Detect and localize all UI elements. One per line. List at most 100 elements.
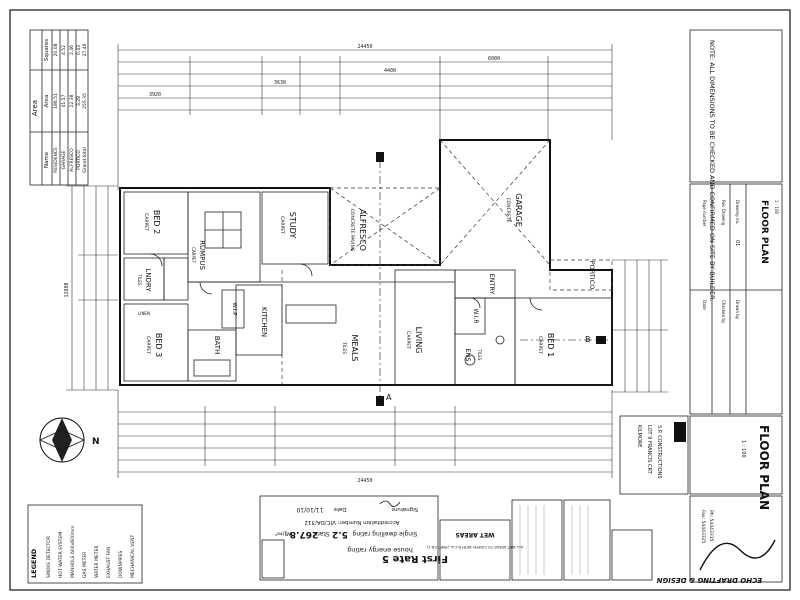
title-block-sheet-title: FLOOR PLAN (759, 200, 769, 264)
title-block: NOTE: ALL DIMENSIONS TO BE CHECKED AND C… (689, 29, 783, 510)
legend-item: WATER METER (94, 545, 100, 578)
legend-item: DOWNPIPES (118, 551, 124, 578)
title-block-drawn-by-label: Drawn by (735, 300, 740, 320)
room-label-bed3: BED 3 (154, 333, 163, 357)
room-label-kitchen: KITCHEN (260, 307, 268, 337)
room-floor-ens: TILES (477, 349, 482, 361)
area-table: Area Name Area Squares RESIDENCE 186.51 … (29, 29, 89, 186)
room-floor-lndry: TILES (137, 274, 142, 286)
plan-title: FLOOR PLAN (757, 425, 771, 510)
room-label-study: STUDY (288, 212, 297, 239)
room-label-bed1: BED 1 (546, 333, 555, 357)
area-row-area: 3.28 (76, 96, 82, 106)
area-row-name: Grand total (82, 147, 88, 173)
company-name: ECHO DRAFTING & DESIGN (656, 576, 762, 584)
floor-plan: A B (119, 139, 613, 406)
area-row-name: PORTICO (76, 150, 82, 170)
company-phone: Ph: 54443315 (708, 510, 714, 542)
area-row-squares: 0.43 (76, 45, 82, 55)
title-block-rev-label: Rev Drawing (721, 200, 726, 226)
room-label-wip: W.I.P (231, 302, 237, 316)
area-table-col-name: Name (44, 151, 50, 168)
room-label-meals: MEALS (350, 335, 359, 362)
project-lot: LOT 9 FRANCIS CRT (646, 425, 652, 475)
room-label-entry: ENTRY (488, 273, 496, 294)
right-dimension-strings (612, 259, 668, 393)
energy-mj-value: 267.8 (290, 529, 318, 539)
north-arrow-label: N (92, 437, 100, 447)
area-row-area: 255.35 (82, 93, 88, 109)
energy-single-rating-label: Single dwelling rating (352, 530, 417, 537)
company-logo (699, 539, 776, 571)
room-floor-study: CARPET (279, 216, 285, 234)
room-label-linen: LINEN (138, 311, 150, 316)
area-row-name: ALFRESCO (69, 148, 75, 172)
room-floor-bed2: CARPET (143, 213, 149, 231)
signature-mark (379, 500, 401, 507)
area-row-area: 186.51 (53, 93, 59, 109)
title-block-page-label: Page number (702, 200, 707, 227)
energy-subheading: house energy rating (347, 546, 413, 554)
legend-item: SMOKE DETECTOR (46, 536, 52, 578)
bed2-dimension: 3920 (149, 92, 161, 98)
room-floor-garage: CONCRETE (505, 198, 511, 223)
bottom-dimension-strings: 24450 (117, 390, 613, 484)
energy-heading: First Rate 5 (382, 553, 448, 564)
room-label-bath: BATH (213, 336, 221, 355)
wet-areas-note: ALL WET AREAS TO COMPLY WITH B.C.A. (PAR… (426, 545, 523, 549)
legend: LEGEND SMOKE DETECTOR HOT WATER SYSTEM M… (27, 504, 143, 584)
energy-rating-block: First Rate 5 house energy rating Single … (259, 495, 523, 581)
room-floor-alfresco: CONCRETE PAVING (349, 209, 355, 252)
sheet-border (9, 9, 791, 591)
title-block-drawing-no-label: Drawing no. (735, 200, 740, 224)
top-overall-dimension: 24450 (357, 44, 372, 50)
energy-date-label: Date (333, 506, 347, 512)
left-dimension-strings: 12880 (64, 185, 118, 391)
legend-item: MANHOLE 600x600mm (70, 525, 76, 578)
legend-item: GAS METER (82, 552, 88, 578)
area-row-squares: 27.49 (82, 43, 88, 56)
room-label-lndry: LNDRY (144, 268, 152, 292)
energy-accreditation: Accreditation Number: VIC/DA/312 (305, 519, 400, 525)
company-fax: Fax: 54443325 (700, 510, 706, 544)
room-floor-rumpus: CARPET (191, 247, 196, 263)
energy-mj-unit: MJ/m² (275, 530, 291, 537)
legend-title: LEGEND (30, 548, 38, 578)
project-suburb: KILMORE (636, 425, 642, 447)
energy-rating-value: 5.2 (332, 529, 348, 539)
garage-dimension: 6000 (488, 56, 500, 62)
north-point: N (39, 417, 100, 463)
left-overall-dimension: 12880 (64, 282, 70, 297)
notes-blocks (511, 499, 653, 581)
room-floor-bed3: CARPET (145, 336, 151, 354)
alfresco-dimension: 4400 (384, 68, 396, 74)
legend-item: EXHAUST FAN (106, 547, 112, 578)
study-dimension: 3630 (274, 80, 286, 86)
room-label-rumpus: RUMPUS (198, 240, 206, 270)
section-b-marker: B (585, 335, 591, 344)
area-row-area: 22.38 (69, 94, 75, 107)
area-table-col-area: Area (44, 95, 50, 108)
room-labels: BED 2 CARPET STUDY CARPET ALFRESCO CONCR… (137, 193, 596, 361)
title-block-note: NOTE: ALL DIMENSIONS TO BE CHECKED AND C… (708, 40, 716, 302)
room-floor-living: CARPET (405, 331, 411, 349)
area-row-squares: 20.08 (53, 43, 59, 56)
legend-item: HOT WATER SYSTEM (58, 532, 64, 578)
energy-date-value: 11/10/10 (296, 506, 323, 513)
section-a-marker: A (386, 393, 392, 402)
room-label-garage: GARAGE (514, 193, 523, 227)
room-label-ens: ENS (464, 348, 472, 361)
title-block-checked-by-label: Checked by (721, 300, 726, 324)
title-block-drawing-no: 01 (734, 240, 740, 246)
energy-stars-label: Stars (314, 530, 329, 537)
area-row-area: 41.57 (61, 94, 67, 107)
area-table-col-squares: Squares (44, 39, 50, 61)
area-row-name: RESIDENCE (53, 147, 59, 173)
area-table-title: Area (31, 100, 39, 116)
room-floor-meals: TILES (341, 341, 347, 354)
legend-item: MECHANICAL VENT (130, 535, 136, 578)
area-row-name: GARAGE (61, 150, 67, 169)
title-block-date-label: Date (702, 300, 707, 310)
plan-scale: 1 : 100 (740, 440, 746, 458)
